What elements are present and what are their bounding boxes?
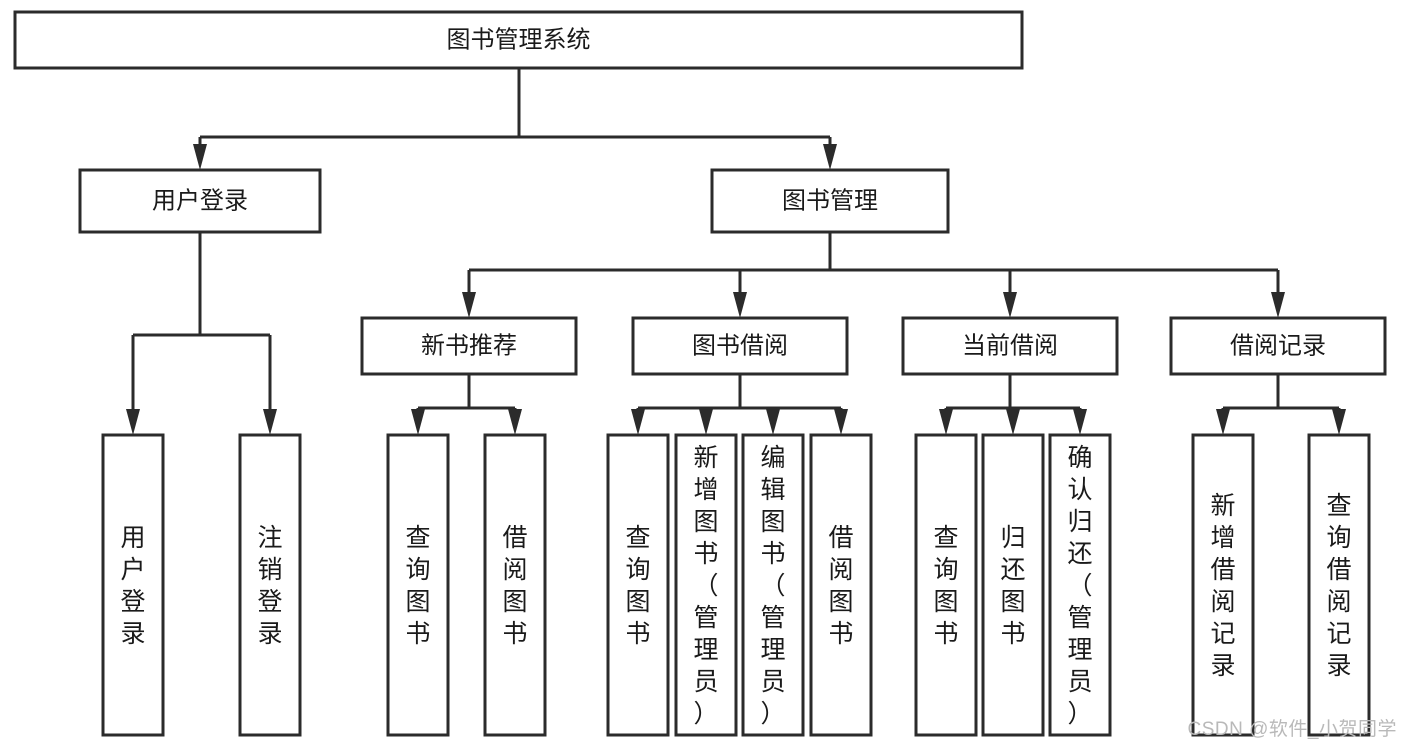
node-label-book-borrow: 图书借阅 bbox=[692, 332, 788, 359]
edge-arrow-leaf-query-borrow-record bbox=[1332, 409, 1346, 435]
node-user-login[interactable]: 用户登录 bbox=[78, 168, 322, 234]
node-box-borrow-record[interactable] bbox=[1169, 316, 1387, 376]
edge-arrow-leaf-edit-book bbox=[766, 409, 780, 435]
node-label-borrow-record: 借阅记录 bbox=[1230, 332, 1326, 359]
node-label-leaf-add-book: 新增图书（管理员） bbox=[693, 444, 718, 728]
node-box-leaf-borrow-book-2[interactable] bbox=[809, 433, 873, 737]
node-leaf-logout-login[interactable]: 注销登录 bbox=[238, 433, 302, 737]
edge-arrow-borrow-record bbox=[1271, 292, 1285, 318]
edge-arrow-book-manage bbox=[823, 144, 837, 170]
node-box-leaf-borrow-book-1[interactable] bbox=[483, 433, 547, 737]
connector-layer bbox=[126, 68, 1346, 435]
node-label-leaf-query-borrow-record: 查询借阅记录 bbox=[1326, 492, 1351, 680]
node-box-user-login[interactable] bbox=[78, 168, 322, 234]
node-leaf-query-book-1[interactable]: 查询图书 bbox=[386, 433, 450, 737]
node-box-current-borrow[interactable] bbox=[901, 316, 1119, 376]
node-label-leaf-query-book-1: 查询图书 bbox=[405, 524, 430, 648]
node-label-leaf-query-book-2: 查询图书 bbox=[625, 524, 650, 648]
node-label-new-book-recommend: 新书推荐 bbox=[421, 332, 517, 359]
node-box-leaf-confirm-return[interactable] bbox=[1048, 433, 1112, 737]
node-box-root[interactable] bbox=[13, 10, 1024, 70]
node-book-manage[interactable]: 图书管理 bbox=[710, 168, 950, 234]
node-box-leaf-query-book-3[interactable] bbox=[914, 433, 978, 737]
node-label-book-manage: 图书管理 bbox=[782, 187, 878, 214]
node-label-user-login: 用户登录 bbox=[152, 187, 248, 214]
node-label-root: 图书管理系统 bbox=[447, 26, 591, 53]
node-box-leaf-add-borrow-record[interactable] bbox=[1191, 433, 1255, 737]
node-label-leaf-borrow-book-2: 借阅图书 bbox=[828, 524, 853, 648]
node-label-leaf-borrow-book-1: 借阅图书 bbox=[502, 524, 527, 648]
edge-arrow-leaf-borrow-book-1 bbox=[508, 409, 522, 435]
edge-arrow-user-login bbox=[193, 144, 207, 170]
node-box-leaf-add-book[interactable] bbox=[674, 433, 738, 737]
edge-arrow-leaf-query-book-3 bbox=[939, 409, 953, 435]
node-box-leaf-query-borrow-record[interactable] bbox=[1307, 433, 1371, 737]
edge-arrow-leaf-query-book-1 bbox=[411, 409, 425, 435]
edge-arrow-book-borrow bbox=[733, 292, 747, 318]
node-box-leaf-user-login[interactable] bbox=[101, 433, 165, 737]
node-box-leaf-logout-login[interactable] bbox=[238, 433, 302, 737]
node-borrow-record[interactable]: 借阅记录 bbox=[1169, 316, 1387, 376]
edge-arrow-new-book-recommend bbox=[462, 292, 476, 318]
node-current-borrow[interactable]: 当前借阅 bbox=[901, 316, 1119, 376]
node-leaf-add-borrow-record[interactable]: 新增借阅记录 bbox=[1191, 433, 1255, 737]
node-layer: 图书管理系统用户登录图书管理新书推荐图书借阅当前借阅借阅记录用户登录注销登录查询… bbox=[13, 10, 1387, 737]
node-label-leaf-logout-login: 注销登录 bbox=[257, 524, 282, 648]
node-leaf-return-book[interactable]: 归还图书 bbox=[981, 433, 1045, 737]
node-box-leaf-query-book-2[interactable] bbox=[606, 433, 670, 737]
node-label-leaf-return-book: 归还图书 bbox=[1000, 524, 1025, 648]
node-label-leaf-edit-book: 编辑图书（管理员） bbox=[760, 444, 785, 728]
node-book-borrow[interactable]: 图书借阅 bbox=[631, 316, 849, 376]
node-root[interactable]: 图书管理系统 bbox=[13, 10, 1024, 70]
edge-arrow-leaf-return-book bbox=[1006, 409, 1020, 435]
node-box-new-book-recommend[interactable] bbox=[360, 316, 578, 376]
node-label-leaf-add-borrow-record: 新增借阅记录 bbox=[1210, 492, 1235, 680]
node-box-leaf-return-book[interactable] bbox=[981, 433, 1045, 737]
node-leaf-query-borrow-record[interactable]: 查询借阅记录 bbox=[1307, 433, 1371, 737]
node-box-leaf-edit-book[interactable] bbox=[741, 433, 805, 737]
node-leaf-user-login[interactable]: 用户登录 bbox=[101, 433, 165, 737]
node-leaf-query-book-3[interactable]: 查询图书 bbox=[914, 433, 978, 737]
edge-arrow-leaf-add-borrow-record bbox=[1216, 409, 1230, 435]
node-label-current-borrow: 当前借阅 bbox=[962, 332, 1058, 359]
node-leaf-borrow-book-2[interactable]: 借阅图书 bbox=[809, 433, 873, 737]
node-label-leaf-confirm-return: 确认归还（管理员） bbox=[1067, 444, 1092, 728]
node-new-book-recommend[interactable]: 新书推荐 bbox=[360, 316, 578, 376]
edge-arrow-leaf-confirm-return bbox=[1073, 409, 1087, 435]
node-box-leaf-query-book-1[interactable] bbox=[386, 433, 450, 737]
node-leaf-query-book-2[interactable]: 查询图书 bbox=[606, 433, 670, 737]
edge-arrow-leaf-logout-login bbox=[263, 409, 277, 435]
node-leaf-borrow-book-1[interactable]: 借阅图书 bbox=[483, 433, 547, 737]
edge-arrow-current-borrow bbox=[1003, 292, 1017, 318]
node-box-book-borrow[interactable] bbox=[631, 316, 849, 376]
node-label-leaf-query-book-3: 查询图书 bbox=[933, 524, 958, 648]
node-label-leaf-user-login: 用户登录 bbox=[120, 524, 145, 648]
node-leaf-confirm-return[interactable]: 确认归还（管理员） bbox=[1048, 433, 1112, 737]
node-leaf-add-book[interactable]: 新增图书（管理员） bbox=[674, 433, 738, 737]
csdn-watermark: CSDN @软件_小贺同学 bbox=[1187, 719, 1397, 740]
node-leaf-edit-book[interactable]: 编辑图书（管理员） bbox=[741, 433, 805, 737]
edge-arrow-leaf-borrow-book-2 bbox=[834, 409, 848, 435]
edge-arrow-leaf-query-book-2 bbox=[631, 409, 645, 435]
node-box-book-manage[interactable] bbox=[710, 168, 950, 234]
edge-arrow-leaf-add-book bbox=[699, 409, 713, 435]
edge-arrow-leaf-user-login bbox=[126, 409, 140, 435]
